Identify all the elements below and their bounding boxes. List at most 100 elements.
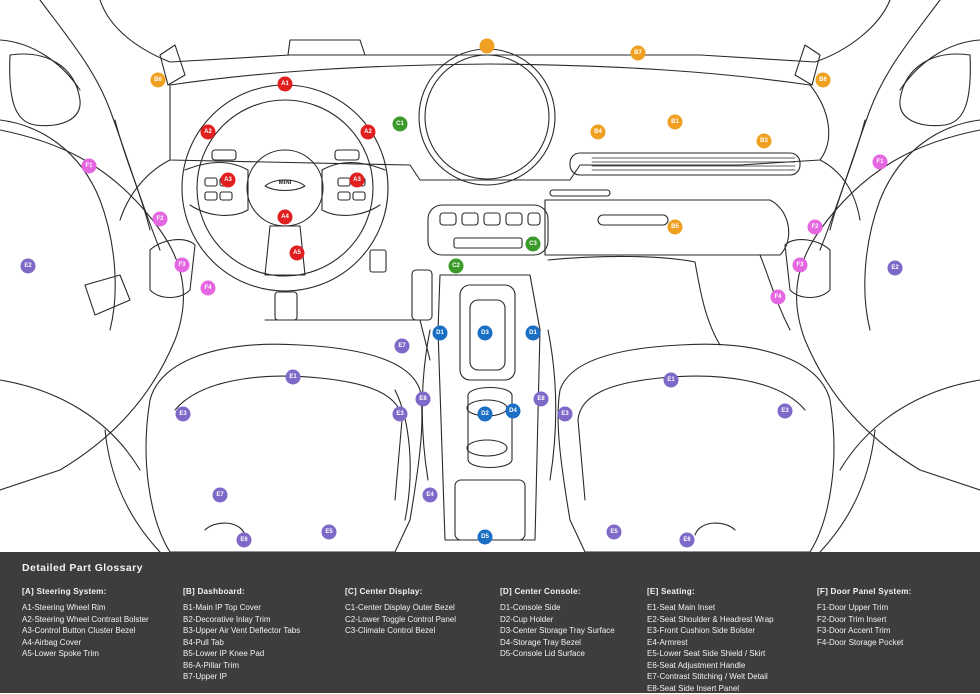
part-marker-label: D1 <box>436 330 444 336</box>
glossary-item: D4-Storage Tray Bezel <box>500 637 615 649</box>
part-marker-label: E7 <box>216 492 224 498</box>
glossary-item: E8-Seat Side Insert Panel <box>647 683 774 694</box>
part-marker: A3 <box>221 173 236 188</box>
glossary-item: B5-Lower IP Knee Pad <box>183 648 300 660</box>
part-marker: F3 <box>175 258 190 273</box>
glossary-group-seating: [E] Seating: E1-Seat Main Inset E2-Seat … <box>647 587 774 694</box>
part-marker-dot <box>480 39 495 54</box>
glossary-item: E7-Contrast Stitching / Welt Detail <box>647 671 774 683</box>
part-marker: E1 <box>286 370 301 385</box>
glossary-item: E5-Lower Seat Side Shield / Skirt <box>647 648 774 660</box>
glossary-item: F3-Door Accent Trim <box>817 625 911 637</box>
glossary-group-heading: [F] Door Panel System: <box>817 587 911 596</box>
glossary-item: F4-Door Storage Pocket <box>817 637 911 649</box>
part-marker-label: F1 <box>85 163 93 169</box>
glossary-group-heading: [D] Center Console: <box>500 587 615 596</box>
part-marker-label: A3 <box>353 177 361 183</box>
part-marker-label: F1 <box>876 159 884 165</box>
glossary-group-heading: [E] Seating: <box>647 587 774 596</box>
right-air-vent <box>570 153 800 175</box>
part-marker: A1 <box>278 77 293 92</box>
part-marker-label: B7 <box>634 50 642 56</box>
glossary-item: C2-Lower Toggle Control Panel <box>345 614 456 626</box>
steering-wheel-rim <box>182 85 388 291</box>
part-marker-label: B4 <box>594 129 602 135</box>
part-marker: A3 <box>350 173 365 188</box>
glossary-group-heading: [A] Steering System: <box>22 587 149 596</box>
part-marker-label: A5 <box>293 250 301 256</box>
part-marker: E8 <box>534 392 549 407</box>
part-marker-label: E1 <box>667 377 675 383</box>
glossary-item: D5-Console Lid Surface <box>500 648 615 660</box>
glossary-item: A5-Lower Spoke Trim <box>22 648 149 660</box>
glossary-group-heading: [B] Dashboard: <box>183 587 300 596</box>
glossary-item: A1-Steering Wheel Rim <box>22 602 149 614</box>
glossary-item: D3-Center Storage Tray Surface <box>500 625 615 637</box>
glossary-group-door-panel: [F] Door Panel System: F1-Door Upper Tri… <box>817 587 911 648</box>
part-marker-label: F2 <box>156 216 164 222</box>
part-marker: F1 <box>873 155 888 170</box>
part-marker: D1 <box>433 326 448 341</box>
part-marker-label: F3 <box>178 262 186 268</box>
part-marker-label: E8 <box>537 396 545 402</box>
part-marker: E6 <box>680 533 695 548</box>
steering-wheel-logo: MINI <box>279 180 292 186</box>
part-marker-label: E6 <box>683 537 691 543</box>
part-marker: D3 <box>478 326 493 341</box>
part-marker-label: F2 <box>811 224 819 230</box>
part-marker: E7 <box>395 339 410 354</box>
part-marker-label: E2 <box>24 263 32 269</box>
part-marker: C2 <box>449 259 464 274</box>
part-marker: A5 <box>290 246 305 261</box>
part-marker: E7 <box>213 488 228 503</box>
part-marker: C3 <box>526 237 541 252</box>
part-marker: D4 <box>506 404 521 419</box>
glossary-item: E4-Armrest <box>647 637 774 649</box>
part-marker-label: B3 <box>760 138 768 144</box>
part-marker-label: D4 <box>509 408 517 414</box>
part-marker-label: E3 <box>179 411 187 417</box>
part-marker: C1 <box>393 117 408 132</box>
glossary-title: Detailed Part Glossary <box>22 562 143 574</box>
part-marker-label: B1 <box>671 119 679 125</box>
glossary-item: B2-Decorative Inlay Trim <box>183 614 300 626</box>
part-marker: B3 <box>757 134 772 149</box>
part-marker-label: B6 <box>819 77 827 83</box>
glossary-item: B7-Upper IP <box>183 671 300 683</box>
part-marker-label: B6 <box>154 77 162 83</box>
part-marker: E5 <box>322 525 337 540</box>
part-marker: B5 <box>668 220 683 235</box>
glossary-group-heading: [C] Center Display: <box>345 587 456 596</box>
part-marker: F4 <box>201 281 216 296</box>
part-marker: B6 <box>151 73 166 88</box>
part-marker: F3 <box>793 258 808 273</box>
part-marker-label: C1 <box>396 121 404 127</box>
part-marker: F4 <box>771 290 786 305</box>
part-marker-label: E6 <box>240 537 248 543</box>
part-marker: E3 <box>176 407 191 422</box>
part-marker: E2 <box>888 261 903 276</box>
part-marker: E8 <box>416 392 431 407</box>
glossary-item: A2-Steering Wheel Contrast Bolster <box>22 614 149 626</box>
glossary-item: B4-Pull Tab <box>183 637 300 649</box>
right-door-panel <box>797 130 980 490</box>
part-marker: E2 <box>21 259 36 274</box>
part-marker: F1 <box>82 159 97 174</box>
part-marker-label: E8 <box>419 396 427 402</box>
part-marker-label: E5 <box>325 529 333 535</box>
part-marker-label: B5 <box>671 224 679 230</box>
part-marker-label: E2 <box>891 265 899 271</box>
cockpit-line-drawing: MINI A1A2A2A3A3A4A5B1B3B4B5B6B6B7C1C2C3D… <box>0 0 980 552</box>
part-marker <box>480 39 495 54</box>
glossary-item: C1-Center Display Outer Bezel <box>345 602 456 614</box>
glossary-item: B3-Upper Air Vent Deflector Tabs <box>183 625 300 637</box>
glossary-item: D2-Cup Holder <box>500 614 615 626</box>
glossary-group-center-display: [C] Center Display: C1-Center Display Ou… <box>345 587 456 637</box>
part-marker-label: A4 <box>281 214 289 220</box>
glossary-item: B1-Main IP Top Cover <box>183 602 300 614</box>
part-marker-label: C2 <box>452 263 460 269</box>
part-marker: A2 <box>361 125 376 140</box>
center-display <box>419 49 555 185</box>
part-marker-label: F4 <box>774 294 782 300</box>
